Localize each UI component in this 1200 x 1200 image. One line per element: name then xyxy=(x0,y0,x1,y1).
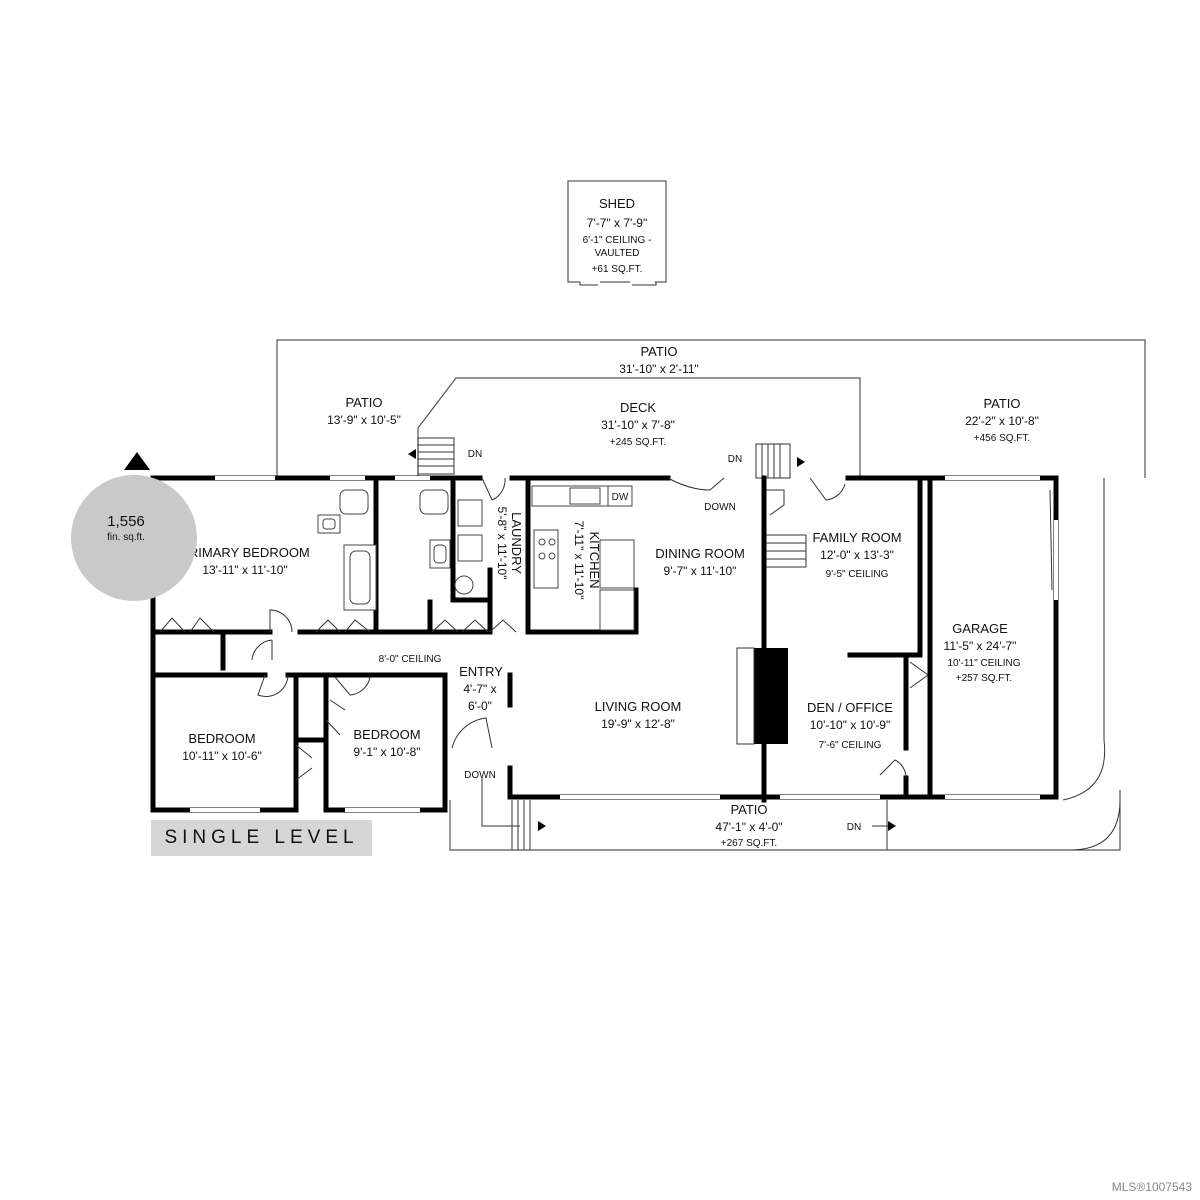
shed-ceiling: 6'-1" CEILING - xyxy=(583,235,652,246)
svg-text:LAUNDRY: LAUNDRY xyxy=(509,512,524,574)
svg-text:11'-5" x 24'-7": 11'-5" x 24'-7" xyxy=(944,639,1017,653)
hallway-ceiling-label: 8'-0" CEILING xyxy=(379,654,442,665)
family-room-label: FAMILY ROOM 12'-0" x 13'-3" 9'-5" CEILIN… xyxy=(812,530,901,580)
dining-room-label: DINING ROOM 9'-7" x 11'-10" xyxy=(655,546,745,578)
deck-label: DECK 31'-10" x 7'-8" +245 SQ.FT. xyxy=(601,400,675,448)
patio-south-label: PATIO 47'-1" x 4'-0" +267 SQ.FT. xyxy=(715,802,782,849)
svg-text:FAMILY ROOM: FAMILY ROOM xyxy=(812,530,901,545)
patio-north-label: PATIO 31'-10" x 2'-11" xyxy=(619,344,699,376)
shed-ceiling-vaulted: VAULTED xyxy=(595,248,640,259)
svg-text:PATIO: PATIO xyxy=(640,344,677,359)
garage-label: GARAGE 11'-5" x 24'-7" 10'-11" CEILING +… xyxy=(944,621,1021,684)
svg-text:47'-1" x 4'-0": 47'-1" x 4'-0" xyxy=(715,820,782,834)
svg-text:19'-9" x 12'-8": 19'-9" x 12'-8" xyxy=(601,717,675,731)
stairs xyxy=(408,437,896,850)
kitchen-label: KITCHEN 7'-11" x 11'-10" xyxy=(572,521,602,600)
svg-text:10'-11" CEILING: 10'-11" CEILING xyxy=(947,658,1020,669)
shed-name: SHED xyxy=(599,196,635,211)
bath-fixtures xyxy=(317,489,483,611)
svg-text:+257 SQ.FT.: +257 SQ.FT. xyxy=(956,673,1012,684)
doors xyxy=(159,477,1053,781)
svg-text:ENTRY: ENTRY xyxy=(459,664,503,679)
svg-text:31'-10" x 2'-11": 31'-10" x 2'-11" xyxy=(619,362,699,376)
living-room-label: LIVING ROOM 19'-9" x 12'-8" xyxy=(595,699,682,731)
shed-area: +61 SQ.FT. xyxy=(592,264,643,275)
level-label: SINGLE LEVEL xyxy=(151,820,372,856)
stairs-dn-label-deck-west: DN xyxy=(468,449,482,460)
svg-text:9'-5" CEILING: 9'-5" CEILING xyxy=(826,569,889,580)
shed: SHED 7'-7" x 7'-9" 6'-1" CEILING - VAULT… xyxy=(567,180,667,286)
svg-text:6'-0": 6'-0" xyxy=(468,699,492,713)
svg-text:5'-8" x 11'-10": 5'-8" x 11'-10" xyxy=(495,507,509,580)
svg-text:13'-11" x 11'-10": 13'-11" x 11'-10" xyxy=(202,563,287,577)
svg-text:10'-11" x 10'-6": 10'-11" x 10'-6" xyxy=(182,749,262,763)
stairs-down-label-interior: DOWN xyxy=(704,502,736,513)
svg-text:10'-10" x 10'-9": 10'-10" x 10'-9" xyxy=(810,718,890,732)
finished-area-value: 1,556 xyxy=(107,513,145,530)
finished-area-unit: fin. sq.ft. xyxy=(107,532,145,543)
svg-text:+267 SQ.FT.: +267 SQ.FT. xyxy=(721,838,777,849)
shed-dimensions: 7'-7" x 7'-9" xyxy=(587,216,647,230)
finished-area-badge: 1,556 fin. sq.ft. xyxy=(71,475,197,601)
svg-text:PATIO: PATIO xyxy=(730,802,767,817)
svg-text:+245 SQ.FT.: +245 SQ.FT. xyxy=(610,437,666,448)
stairs-down-label-entry: DOWN xyxy=(464,770,496,781)
svg-text:PRIMARY BEDROOM: PRIMARY BEDROOM xyxy=(180,545,310,560)
svg-text:DEN / OFFICE: DEN / OFFICE xyxy=(807,700,893,715)
walls xyxy=(150,475,1059,813)
svg-text:PATIO: PATIO xyxy=(345,395,382,410)
svg-text:LIVING ROOM: LIVING ROOM xyxy=(595,699,682,714)
den-office-label: DEN / OFFICE 10'-10" x 10'-9" 7'-6" CEIL… xyxy=(807,700,893,751)
svg-text:7'-6" CEILING: 7'-6" CEILING xyxy=(819,740,882,751)
patio-east-label: PATIO 22'-2" x 10'-8" +456 SQ.FT. xyxy=(965,396,1039,444)
svg-text:12'-0" x 13'-3": 12'-0" x 13'-3" xyxy=(820,548,894,562)
svg-text:9'-7" x 11'-10": 9'-7" x 11'-10" xyxy=(664,564,737,578)
svg-text:BEDROOM: BEDROOM xyxy=(353,727,420,742)
svg-text:DINING ROOM: DINING ROOM xyxy=(655,546,745,561)
svg-text:7'-11" x 11'-10": 7'-11" x 11'-10" xyxy=(572,521,586,600)
svg-text:22'-2" x 10'-8": 22'-2" x 10'-8" xyxy=(965,414,1039,428)
bedroom-2-label: BEDROOM 9'-1" x 10'-8" xyxy=(353,727,420,759)
kitchen-fixtures: DW xyxy=(531,485,635,631)
entry-label: ENTRY 4'-7" x 6'-0" xyxy=(459,664,503,713)
stairs-dn-label-patio: DN xyxy=(847,822,861,833)
svg-text:BEDROOM: BEDROOM xyxy=(188,731,255,746)
patio-west-label: PATIO 13'-9" x 10'-5" xyxy=(327,395,401,427)
svg-text:9'-1" x 10'-8": 9'-1" x 10'-8" xyxy=(353,745,420,759)
svg-text:13'-9" x 10'-5": 13'-9" x 10'-5" xyxy=(327,413,401,427)
laundry-label: LAUNDRY 5'-8" x 11'-10" xyxy=(495,507,524,580)
mls-watermark: MLS®1007543 xyxy=(1111,1180,1192,1194)
svg-text:31'-10" x 7'-8": 31'-10" x 7'-8" xyxy=(601,418,675,432)
svg-text:+456 SQ.FT.: +456 SQ.FT. xyxy=(974,433,1030,444)
stairs-dn-label-deck-east: DN xyxy=(728,454,742,465)
svg-text:GARAGE: GARAGE xyxy=(952,621,1008,636)
primary-bedroom-label: PRIMARY BEDROOM 13'-11" x 11'-10" xyxy=(180,545,310,577)
dishwasher-label: DW xyxy=(612,492,629,503)
svg-text:PATIO: PATIO xyxy=(983,396,1020,411)
bedroom-1-label: BEDROOM 10'-11" x 10'-6" xyxy=(182,731,262,763)
svg-text:4'-7" x: 4'-7" x xyxy=(463,682,496,696)
svg-text:DECK: DECK xyxy=(620,400,656,415)
svg-text:KITCHEN: KITCHEN xyxy=(587,531,602,588)
